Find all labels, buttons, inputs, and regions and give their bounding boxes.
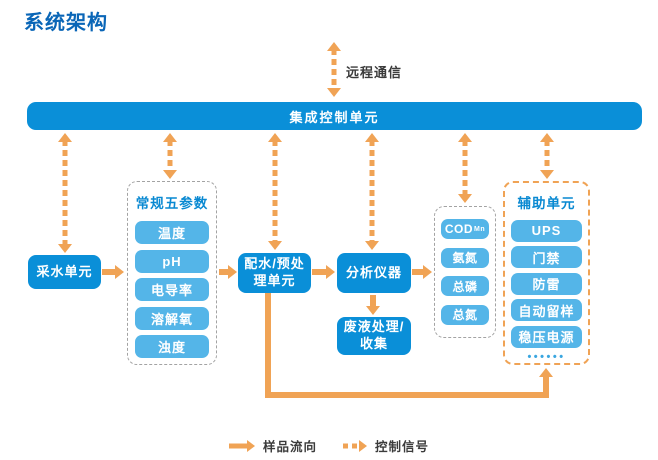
arrow-right-icon [115,265,124,279]
arrow-down-icon [458,194,472,203]
control-signal-arrow-water-intake [58,133,72,253]
legend-control-signal-label: 控制信号 [375,440,430,454]
aux-item: 稳压电源 [511,325,582,348]
control-signal-arrow-auxiliary [540,133,554,179]
more-dots: •••••• [527,351,566,364]
arrow-right-icon [228,265,237,279]
remote-comm-label: 远程通信 [346,65,403,80]
panel-auxiliary-title: 辅助单元 [517,196,576,211]
arrow-right-icon [326,265,335,279]
integrated-control-unit-bar: 集成控制单元 [27,102,642,130]
control-signal-arrow-pretreatment [268,133,282,250]
panel-five-params: 常规五参数 温度 pH 电导率 溶解氧 浊度 [127,181,217,365]
sample-flow-arrow-3 [312,265,335,279]
arrow-up-icon [58,133,72,142]
aux-item: 门禁 [511,246,582,269]
param-item: 浊度 [135,335,209,359]
arrow-up-icon [458,133,472,142]
sample-flow-arrow-2 [219,265,237,279]
sample-flow-arrow-4 [412,265,432,279]
arrow-up-icon [540,133,554,142]
analyte-item: 氨氮 [441,247,489,268]
legend: 样品流向 控制信号 [0,436,658,455]
arrow-up-icon [539,368,553,377]
arrow-up-icon [163,133,177,142]
param-item: 电导率 [135,278,209,302]
arrow-up-icon [327,42,341,51]
aux-item: UPS [511,220,582,242]
legend-sample-flow: 样品流向 [228,436,317,455]
sample-flow-arrow-waste [366,295,380,315]
analyte-item: 总磷 [441,276,489,296]
node-analyzer: 分析仪器 [337,253,411,293]
sample-flow-elbow-riser [543,377,549,398]
arrow-down-icon [366,306,380,315]
control-signal-arrow-five-params [163,133,177,179]
sample-flow-elbow-horizontal [265,392,549,398]
param-item: 温度 [135,221,209,245]
control-signal-arrow-remote [327,42,341,97]
panel-five-params-title: 常规五参数 [135,196,209,211]
sample-flow-elbow-vertical [265,293,271,398]
analyte-item: 总氮 [441,304,489,325]
node-water-intake: 采水单元 [28,255,101,289]
integrated-control-unit-label: 集成控制单元 [289,109,380,125]
sample-flow-arrow-1 [102,265,124,279]
arrow-up-icon [365,133,379,142]
arrow-up-icon [268,133,282,142]
node-waste-collection: 废液处理/收集 [337,317,411,355]
aux-item: 防雷 [511,272,582,295]
arrow-down-icon [268,241,282,250]
param-item: 溶解氧 [135,306,209,330]
arrow-down-icon [327,88,341,97]
panel-auxiliary: 辅助单元 UPS 门禁 防雷 自动留样 稳压电源 •••••• [503,181,590,365]
aux-item: 自动留样 [511,299,582,322]
arrow-down-icon [58,244,72,253]
node-pretreatment: 配水/预处理单元 [238,253,311,293]
control-signal-arrow-analytes [458,133,472,203]
arrow-down-icon [540,170,554,179]
solid-arrow-icon [228,439,255,452]
control-signal-arrow-analyzer [365,133,379,250]
arrow-right-icon [423,265,432,279]
page-title: 系统架构 [24,12,108,34]
dashed-arrow-icon [343,439,367,452]
legend-control-signal: 控制信号 [343,436,429,455]
arrow-down-icon [163,170,177,179]
arrow-down-icon [365,241,379,250]
legend-sample-flow-label: 样品流向 [262,440,317,454]
param-item: pH [135,249,209,273]
